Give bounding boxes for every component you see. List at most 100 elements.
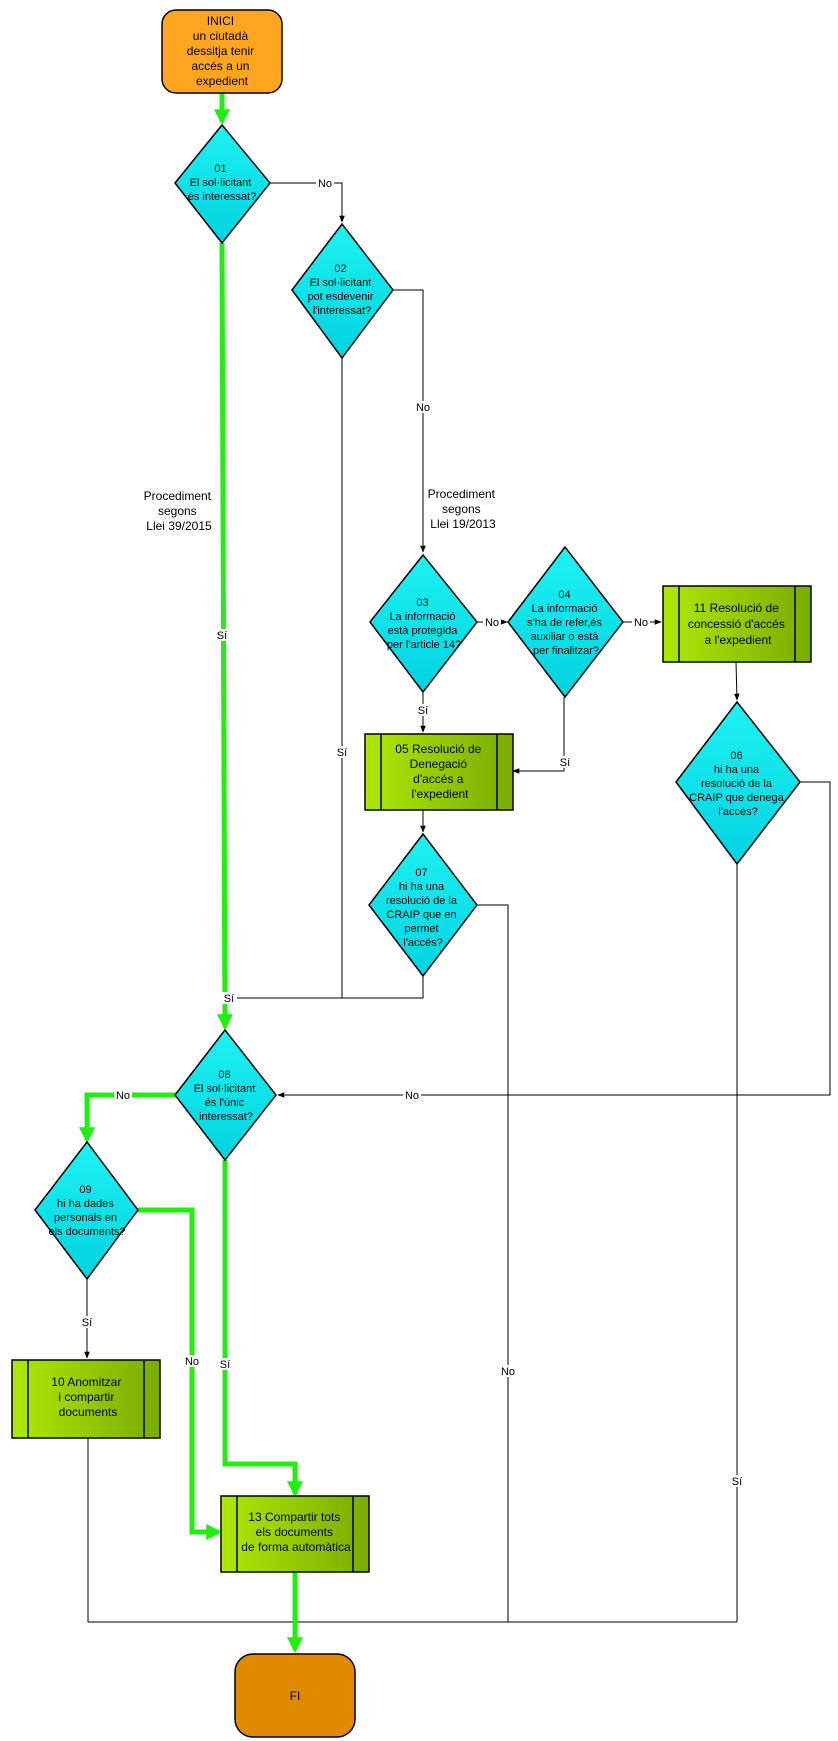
process-10: 10 Anomitzar i compartir documents	[11, 1359, 161, 1439]
decision-01: 01 El sol·licitant és interessat?	[174, 123, 271, 245]
svg-text:09 hi ha dades per: 09 hi ha dades personals en els document…	[48, 1184, 125, 1238]
process-13-label-2: els documents	[256, 1525, 333, 1539]
decision-09-label-4: els documents?	[48, 1226, 125, 1238]
note-llei39-2: segons	[158, 504, 197, 518]
edge-labels: No No Sí Sí No No Sí Sí Sí No No Sí No S…	[79, 177, 745, 1488]
svg-text:02 El sol·licitant: 02 El sol·licitant pot esdevenir l'inter…	[307, 263, 376, 317]
decision-06-label-5: l'accés?	[718, 806, 757, 818]
green-08-to-09	[78, 1092, 176, 1144]
green-08-to-13	[222, 1160, 304, 1498]
svg-text:Procediment segons: Procediment segons Llei 19/2013	[428, 487, 499, 531]
label-02-no: No	[416, 402, 430, 414]
start-label-3: dessitja tenir	[187, 44, 254, 58]
label-03-si: Sí	[418, 705, 428, 717]
process-13-label-3: de forma automàtica	[241, 1540, 351, 1554]
decision-08: 08 El sol·licitant és l'únic interessat?	[174, 1028, 277, 1162]
decision-09-label-3: personals en	[54, 1212, 117, 1224]
decision-03-label-2: La informació	[389, 611, 455, 623]
decision-07-label-6: l'accés?	[403, 937, 442, 949]
svg-text:08 El sol·licitant: 08 El sol·licitant és l'únic interessat?	[194, 1069, 259, 1123]
svg-text:01 El sol·licitant: 01 El sol·licitant és interessat?	[188, 163, 256, 203]
decision-06-label-3: resolució de la	[701, 778, 773, 790]
decision-02: 02 El sol·licitant pot esdevenir l'inter…	[291, 222, 394, 360]
decision-02-label-4: l'interessat?	[313, 305, 371, 317]
label-04-si: Sí	[560, 757, 570, 769]
label-09-si: Sí	[82, 1317, 92, 1329]
decision-07-label-1: 07	[415, 867, 427, 879]
end-shape	[234, 1653, 356, 1738]
start-label-5: expedient	[196, 74, 249, 88]
label-01-si: Sí	[217, 630, 227, 642]
process-10-label-3: documents	[59, 1405, 118, 1419]
process-10-shape	[11, 1359, 161, 1439]
edge-10-down	[87, 1438, 737, 1623]
process-13-label-1: 13 Compartir tots	[248, 1510, 340, 1524]
decision-03-label-1: 03	[416, 597, 428, 609]
edge-02-to-03	[393, 289, 426, 553]
process-13: 13 Compartir tots els documents de forma…	[220, 1495, 370, 1573]
process-05-label-4: l'expedient	[412, 787, 470, 801]
decision-08-label-3: és l'únic	[205, 1097, 245, 1109]
process-11-label-2: concessió d'accés	[688, 617, 785, 631]
process-11: 11 Resolució de concessió d'accés a l'ex…	[662, 585, 812, 663]
label-09-no: No	[185, 1356, 199, 1368]
decision-09: 09 hi ha dades personals en els document…	[34, 1140, 139, 1281]
start-node: INICI un ciutadà dessitja tenir accés a …	[161, 9, 283, 94]
start-shape	[161, 9, 283, 94]
note-llei-39-2015: Procediment segons Llei 39/2015	[144, 489, 215, 533]
svg-text:Procediment segons: Procediment segons Llei 39/2015	[144, 489, 215, 533]
decision-04-label-4: auxiliar o està	[531, 631, 600, 643]
decision-02-label-2: El sol·licitant	[310, 277, 372, 289]
label-08-no: No	[116, 1090, 130, 1102]
svg-text:07 hi ha una resol: 07 hi ha una resolució de la CRAIP que e…	[386, 867, 460, 949]
decision-06: 06 hi ha una resolució de la CRAIP que d…	[675, 700, 801, 866]
note-llei39-3: Llei 39/2015	[146, 519, 212, 533]
process-13-shape	[220, 1495, 370, 1573]
label-01-no: No	[318, 178, 332, 190]
svg-text:13 Compartir tots els do: 13 Compartir tots els documents de forma…	[241, 1510, 351, 1554]
process-05-label-3: d'accés a	[413, 772, 464, 786]
edge-07-no-down	[477, 904, 509, 1622]
svg-text:FI: FI	[290, 1689, 301, 1703]
start-label-4: accés a un	[191, 59, 249, 73]
decision-04-label-3: s'ha de refer,és	[527, 617, 602, 629]
edge-04-to-05	[512, 697, 565, 774]
decision-03: 03 La informació està protegida per l'ar…	[369, 553, 478, 694]
decision-01-label-3: és interessat?	[188, 191, 256, 203]
edge-06-to-08	[277, 781, 831, 1098]
svg-text:04 La informació s: 04 La informació s'ha de refer,és auxili…	[527, 589, 605, 657]
decision-02-shape	[291, 222, 394, 360]
decision-06-label-2: hi ha una	[714, 764, 760, 776]
note-llei19-3: Llei 19/2013	[430, 517, 496, 531]
decision-04-label-5: per finalitzar?	[533, 645, 599, 657]
decision-06-label-1: 06	[730, 750, 742, 762]
decision-04-shape	[507, 545, 624, 699]
process-05-label-2: Denegació	[410, 757, 468, 771]
label-04-no: No	[634, 617, 648, 629]
decision-07-label-4: CRAIP que en	[386, 909, 456, 921]
svg-text:03 La informació e: 03 La informació està protegida per l'ar…	[387, 597, 461, 651]
decision-07-label-3: resolució de la	[386, 895, 458, 907]
label-06-si: Sí	[732, 1476, 742, 1488]
decision-08-label-4: interessat?	[199, 1111, 253, 1123]
note-llei19-2: segons	[442, 502, 481, 516]
decision-07: 07 hi ha una resolució de la CRAIP que e…	[368, 832, 478, 978]
note-llei39-1: Procediment	[144, 489, 212, 503]
green-09-to-13	[138, 1207, 223, 1541]
decision-08-label-2: El sol·licitant	[194, 1083, 256, 1095]
end-node: FI	[234, 1653, 356, 1738]
decision-07-label-2: hi ha una	[399, 881, 445, 893]
process-05: 05 Resolució de Denegació d'accés a l'ex…	[364, 733, 514, 811]
decision-08-label-1: 08	[218, 1069, 230, 1081]
edge-01-to-02	[270, 182, 345, 223]
decision-01-label-1: 01	[214, 163, 226, 175]
process-10-label-2: i compartir	[58, 1390, 114, 1404]
label-07-si: Sí	[224, 993, 234, 1005]
start-label-1: INICI	[207, 14, 234, 28]
decision-06-label-4: CRAIP que denega	[689, 792, 784, 804]
decision-07-shape	[368, 832, 478, 978]
process-05-label-1: 05 Resolució de	[395, 742, 481, 756]
svg-text:INICI un ciutadà d: INICI un ciutadà dessitja tenir accés a …	[187, 14, 257, 88]
decision-03-label-4: per l'article 14?	[387, 639, 461, 651]
decision-04-label-2: La informació	[531, 603, 597, 615]
